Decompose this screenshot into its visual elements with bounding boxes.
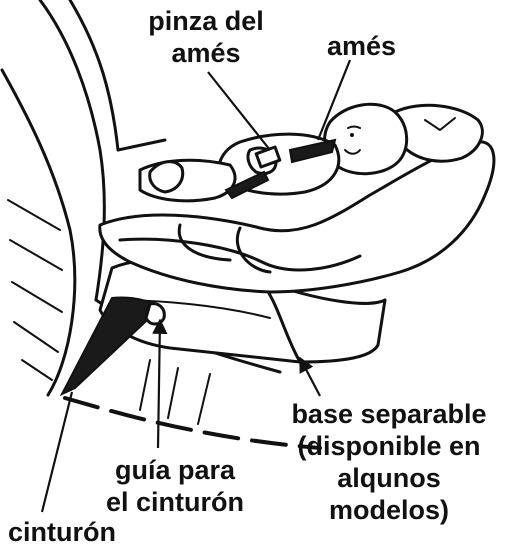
harness-label: amés [327, 30, 396, 62]
belt-guide-label: guía para el cinturón [100, 454, 250, 518]
detachable-base-label-line-1: base separable [283, 398, 495, 430]
harness-clip-label-line-1: pinza del [140, 5, 272, 37]
belt-guide-label-line-2: el cinturón [100, 486, 250, 518]
detachable-base-label-line-2: (disponible en [283, 430, 495, 462]
detachable-base-label-line-4: modelos) [283, 494, 495, 526]
vehicle-belt [62, 297, 164, 394]
harness-clip-label: pinza del amés [140, 5, 272, 69]
belt-guide-label-line-1: guía para [100, 454, 250, 486]
detachable-base-label: base separable (disponible en alqunos mo… [283, 398, 495, 526]
belt-label: cinturón [8, 516, 116, 548]
harness-clip-label-line-2: amés [140, 37, 272, 69]
detachable-base-label-line-3: alqunos [283, 462, 495, 494]
